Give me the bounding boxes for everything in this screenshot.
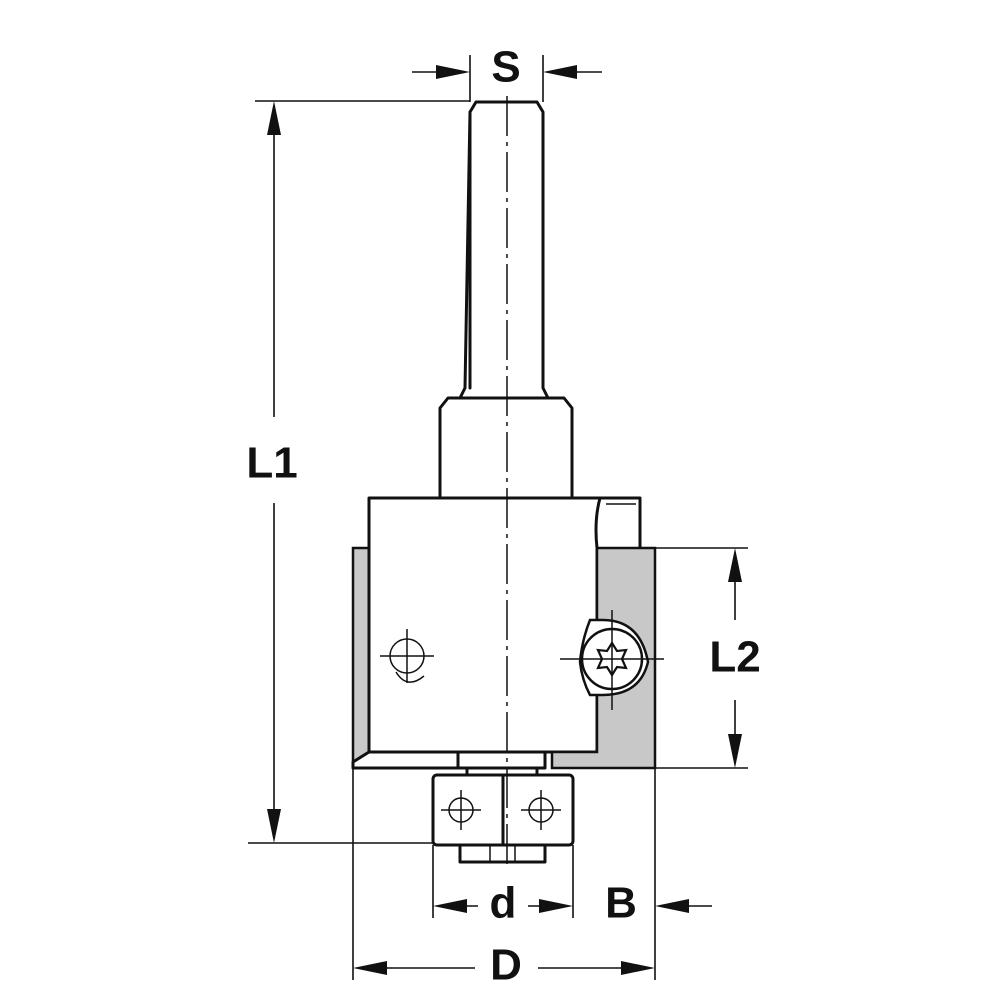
shank (458, 100, 550, 400)
label-d-small: d (490, 879, 517, 928)
crosshair-hole-icon (380, 629, 434, 683)
label-d-large: D (490, 941, 522, 990)
bearing (431, 766, 575, 864)
label-b: B (605, 879, 637, 928)
dimension-l2 (655, 547, 748, 769)
collar (438, 396, 574, 500)
dimension-d-large (352, 768, 655, 980)
dimension-b (654, 768, 712, 980)
dimension-l1 (248, 100, 470, 844)
dimension-d-small (432, 845, 574, 918)
label-l1: L1 (246, 439, 297, 488)
crosshair-hole-icon (521, 790, 561, 830)
label-l2: L2 (709, 633, 760, 682)
dimension-s (412, 55, 602, 102)
torx-screw-icon (560, 610, 664, 710)
label-s: S (491, 43, 520, 92)
crosshair-hole-icon (441, 790, 481, 830)
